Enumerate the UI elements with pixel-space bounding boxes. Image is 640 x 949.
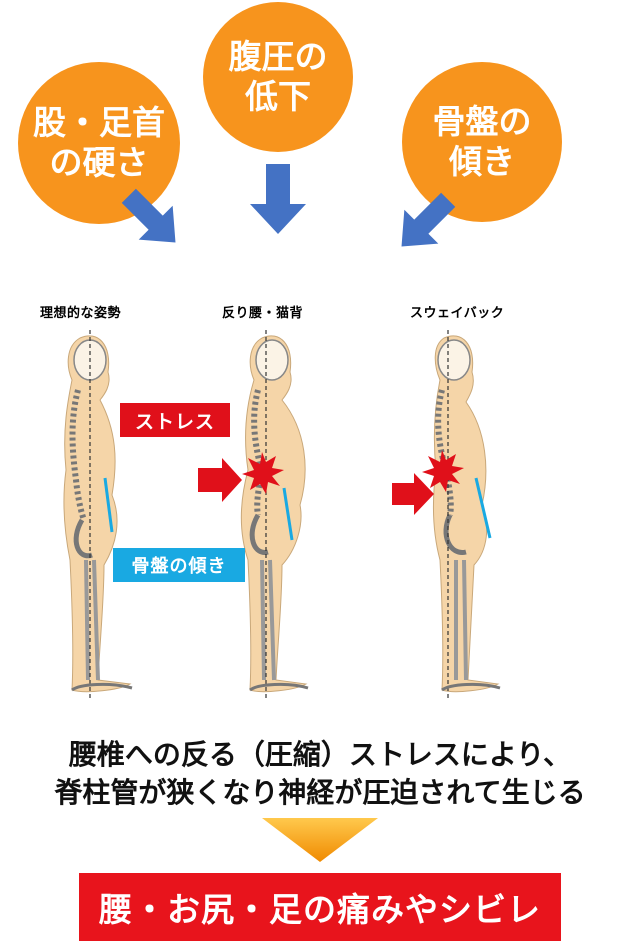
conclusion-line-2: 脊柱管が狭くなり神経が圧迫されて生じる — [54, 776, 586, 809]
arrow-down-right-icon — [121, 188, 176, 243]
posture-label-swayback: スウェイバック — [410, 306, 505, 321]
cause-text-line: 腹圧の — [228, 36, 328, 76]
pelvic-tilt-tag: 骨盤の傾き — [113, 548, 245, 582]
result-banner: 腰・お尻・足の痛みやシビレ — [79, 873, 561, 941]
cause-hip-ankle-stiffness: 股・足首の硬さ — [18, 62, 180, 224]
cause-text-line: 低下 — [245, 77, 311, 116]
cause-text-line: 骨盤の — [432, 101, 532, 141]
skeleton-lordosis-figure — [198, 330, 309, 698]
cause-pelvic-tilt: 骨盤の傾き — [402, 62, 562, 222]
arrow-down-left-icon — [401, 192, 456, 247]
cause-abdominal-pressure: 腹圧の低下 — [203, 2, 353, 152]
stress-tag: ストレス — [120, 403, 230, 437]
posture-label-ideal: 理想的な姿勢 — [40, 306, 122, 321]
pain-burst-icon — [422, 450, 464, 492]
skeleton-ideal-figure — [63, 330, 133, 698]
red-arrow-icon — [198, 458, 242, 502]
pain-burst-icon — [242, 452, 284, 494]
cause-text-line: 股・足首 — [33, 102, 165, 142]
cause-text-line: の硬さ — [49, 143, 149, 182]
skeleton-swayback-figure — [392, 330, 501, 698]
posture-label-lordosis: 反り腰・猫背 — [222, 306, 304, 321]
down-chevron-icon — [262, 818, 378, 862]
arrow-down-icon — [250, 164, 306, 234]
cause-text-line: 傾き — [449, 142, 515, 181]
conclusion-line-1: 腰椎への反る（圧縮）ストレスにより、 — [68, 738, 572, 771]
red-arrow-icon — [392, 473, 434, 515]
